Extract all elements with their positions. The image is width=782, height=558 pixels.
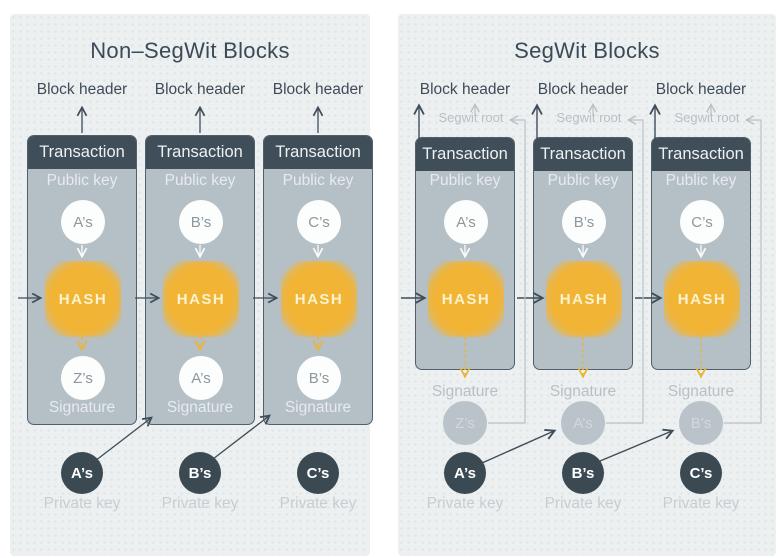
private-key-label: Private key [43,495,121,512]
signature-label: Signature [667,383,735,400]
public-key-label: Public key [429,172,501,189]
transaction-box: Transaction Public key B’s HASH [533,137,633,370]
hash-circle: HASH [546,261,622,337]
private-key-to-signature-arrow [481,429,557,464]
private-key-circle: A’s [61,452,103,494]
private-key-circle: A’s [444,452,486,494]
page-title: Non–SegWit Blocks [90,38,290,63]
private-key-circle: C’s [680,452,722,494]
hash-circle: HASH [428,261,504,337]
signature-circle: B’s [297,356,341,400]
signature-circle: Z’s [443,401,487,445]
block-header-label: Block header [419,81,511,98]
public-key-circle: C’s [680,200,724,244]
transaction-box: Transaction Public key C’s HASH B’s Sign… [263,135,373,425]
signature-label: Signature [284,399,352,416]
private-key-label: Private key [426,495,504,512]
public-key-label: Public key [282,172,354,189]
public-key-circle: A’s [61,200,105,244]
segwit-root-label: Segwit root [438,110,504,125]
private-key-label: Private key [279,495,357,512]
block-header-label: Block header [36,81,128,98]
transaction-header: Transaction [652,138,750,171]
signature-label: Signature [549,383,617,400]
hash-circle: HASH [45,261,121,337]
block-header-label: Block header [537,81,629,98]
transaction-box: Transaction Public key B’s HASH A’s Sign… [145,135,255,425]
signature-label: Signature [166,399,234,416]
transaction-box: Transaction Public key A’s HASH [415,137,515,370]
signature-circle: A’s [561,401,605,445]
public-key-label: Public key [46,172,118,189]
private-key-circle: C’s [297,452,339,494]
transaction-header: Transaction [416,138,514,171]
private-key-to-signature-arrow [599,428,675,462]
private-key-circle: B’s [562,452,604,494]
transaction-header: Transaction [146,136,254,169]
public-key-circle: B’s [562,200,606,244]
block-header-label: Block header [272,81,364,98]
public-key-circle: B’s [179,200,223,244]
block-header-label: Block header [154,81,246,98]
signature-label: Signature [431,383,499,400]
panel-non-segwit: Non–SegWit Blocks Block header Block hea… [10,14,373,556]
block-header-label: Block header [655,81,747,98]
segwit-root-label: Segwit root [556,110,622,125]
segwit-root-label: Segwit root [674,110,740,125]
transaction-header: Transaction [264,136,372,169]
signature-circle: A’s [179,356,223,400]
private-key-circle: B’s [179,452,221,494]
private-key-label: Private key [662,495,740,512]
panel-segwit: SegWit Blocks Block header Block header … [398,14,776,556]
private-key-label: Private key [161,495,239,512]
private-key-label: Private key [544,495,622,512]
signature-circle: B’s [679,401,723,445]
transaction-box: Transaction Public key A’s HASH Z’s Sign… [27,135,137,425]
public-key-circle: C’s [297,200,341,244]
public-key-label: Public key [547,172,619,189]
transaction-box: Transaction Public key C’s HASH [651,137,751,370]
page-title: SegWit Blocks [514,38,660,63]
transaction-header: Transaction [534,138,632,171]
public-key-label: Public key [665,172,737,189]
public-key-circle: A’s [444,200,488,244]
hash-circle: HASH [664,261,740,337]
hash-circle: HASH [163,261,239,337]
signature-circle: Z’s [61,356,105,400]
hash-circle: HASH [281,261,357,337]
transaction-header: Transaction [28,136,136,169]
signature-label: Signature [48,399,116,416]
public-key-label: Public key [164,172,236,189]
